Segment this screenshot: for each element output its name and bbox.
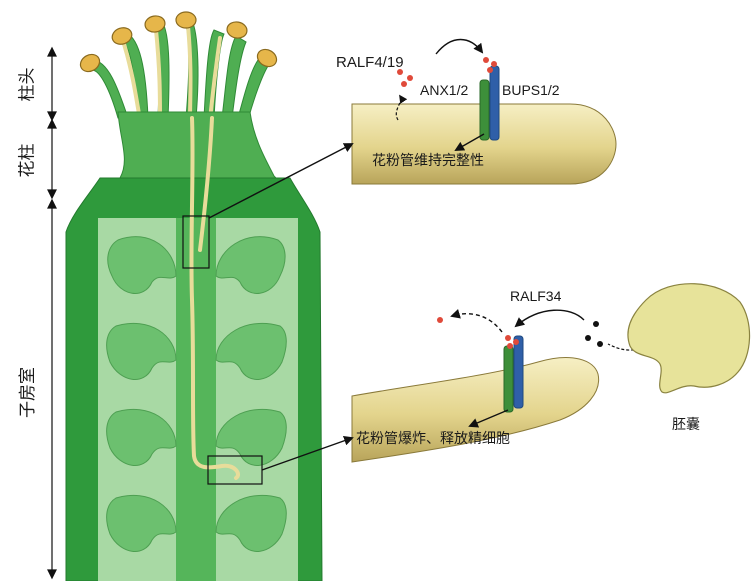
ralf34-arrow [516, 310, 584, 326]
label-ovary: 子房室 [13, 367, 38, 418]
label-bups12: BUPS1/2 [502, 82, 560, 98]
upper-receptor-anx [480, 80, 489, 140]
lower-receptor-bups [514, 336, 523, 408]
style-body [118, 112, 276, 178]
label-anx12: ANX1/2 [420, 82, 468, 98]
pollen-grains [77, 12, 279, 75]
label-ralf4-19: RALF4/19 [336, 54, 404, 71]
ralf34-peptides [585, 321, 603, 347]
lower-receptor-anx [504, 346, 513, 412]
upper-receptor-bups [490, 66, 499, 140]
embryo-sac [628, 284, 750, 393]
lower-release-arrow [452, 314, 502, 332]
upper-signal-arrow [436, 40, 482, 55]
region-scale [48, 48, 56, 578]
label-upper-caption: 花粉管维持完整性 [372, 150, 484, 170]
ovary-septum [176, 218, 216, 581]
label-style: 花柱 [13, 144, 38, 178]
label-lower-caption: 花粉管爆炸、释放精细胞 [356, 428, 510, 448]
label-stigma: 柱头 [13, 68, 38, 102]
label-embryo-sac: 胚囊 [672, 414, 700, 434]
label-ralf34: RALF34 [510, 288, 561, 304]
pistil [66, 12, 322, 581]
lower-peptides [437, 317, 519, 349]
